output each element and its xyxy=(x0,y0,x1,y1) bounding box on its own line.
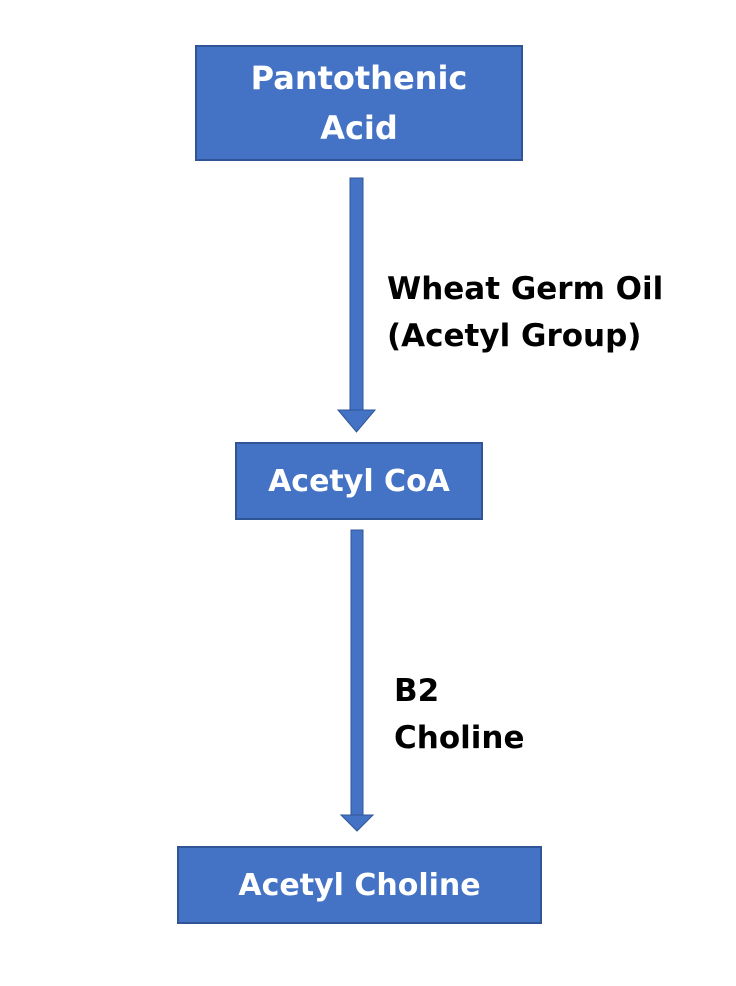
arrow-pantothenic-to-acetyl-coa xyxy=(336,177,377,433)
edge-label-wheat-germ-oil: Wheat Germ Oil (Acetyl Group) xyxy=(387,266,663,360)
node-acetyl-coa-label: Acetyl CoA xyxy=(268,463,450,499)
arrow-shaft xyxy=(349,177,364,411)
edge-label-line-2: Choline xyxy=(394,720,525,756)
node-acetyl-choline-label: Acetyl Choline xyxy=(238,867,481,903)
edge-label-line-1: B2 xyxy=(394,673,440,709)
node-acetyl-coa: Acetyl CoA xyxy=(235,442,483,520)
node-pantothenic-acid-line-1: Pantothenic xyxy=(250,59,468,97)
arrow-shaft xyxy=(350,529,364,816)
arrow-acetyl-coa-to-acetyl-choline xyxy=(339,529,375,832)
node-pantothenic-acid-line-2: Acid xyxy=(320,109,398,147)
arrow-head xyxy=(336,409,377,433)
node-pantothenic-acid: Pantothenic Acid xyxy=(195,45,523,161)
edge-label-b2-choline: B2 Choline xyxy=(394,668,524,762)
edge-label-line-1: Wheat Germ Oil xyxy=(387,271,664,307)
arrow-head xyxy=(339,814,375,832)
node-acetyl-choline: Acetyl Choline xyxy=(177,846,542,924)
node-pantothenic-acid-text: Pantothenic Acid xyxy=(251,53,468,153)
edge-label-line-2: (Acetyl Group) xyxy=(387,318,642,354)
